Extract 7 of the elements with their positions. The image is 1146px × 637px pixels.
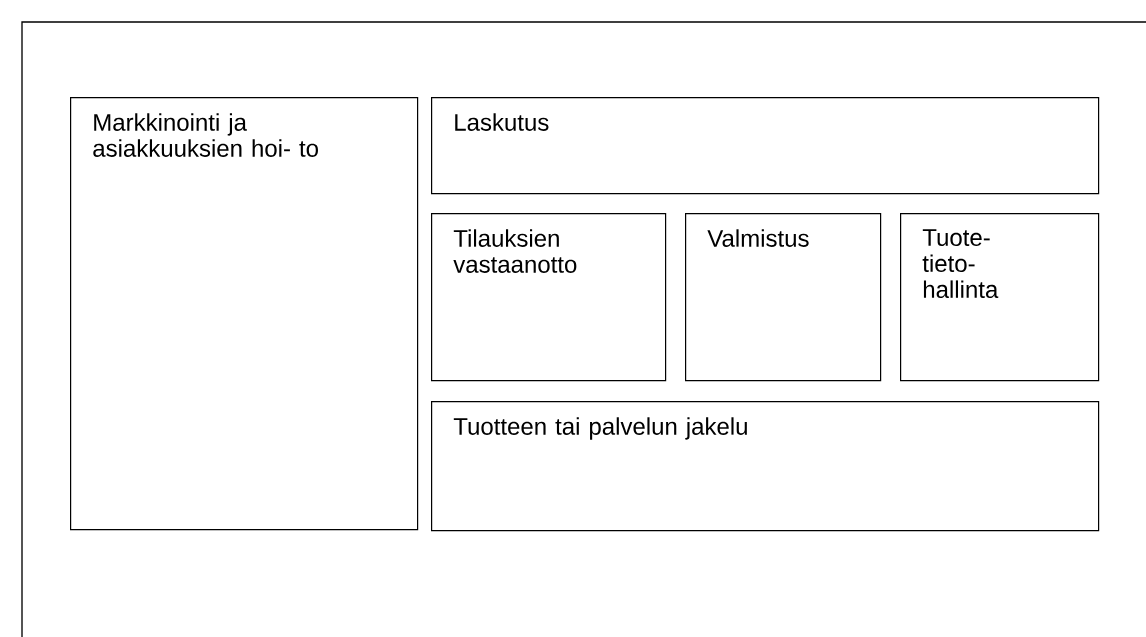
process-box: Valmistus: [685, 213, 882, 382]
process-box: Tilauksien vastaanotto: [431, 213, 667, 382]
process-box: Tuote- tieto- hallinta: [900, 213, 1100, 382]
process-box: Laskutus: [431, 97, 1100, 195]
process-box: Markkinointi ja asiakkuuksien hoi- to: [70, 97, 419, 531]
frame-box: [21, 21, 1146, 637]
process-box: Tuotteen tai palvelun jakelu: [431, 401, 1100, 532]
